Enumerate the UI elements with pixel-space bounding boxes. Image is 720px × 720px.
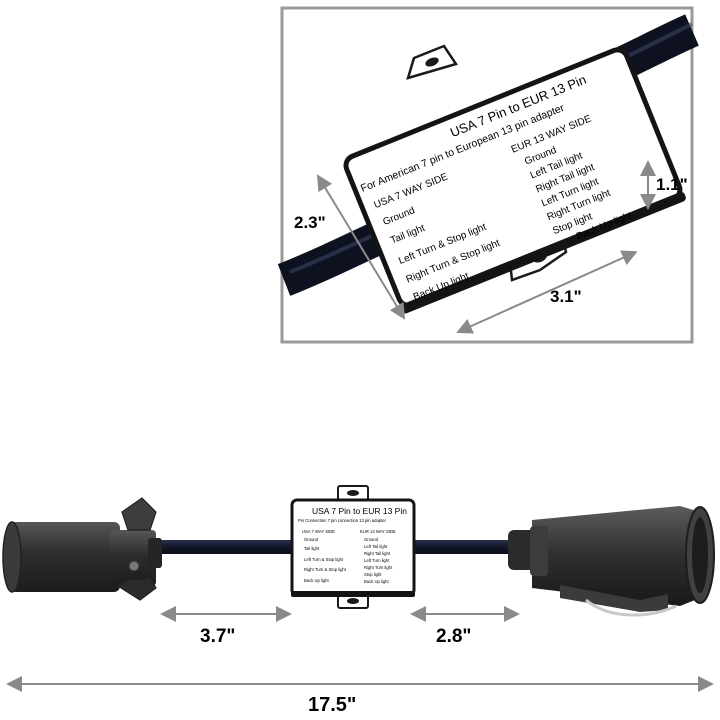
- inset-dim-width-label: 2.3": [294, 213, 326, 232]
- dim-right-cable-label: 2.8": [436, 626, 471, 647]
- dim-total-label: 17.5": [308, 694, 356, 716]
- box-subtitle: Pin Connection 7 pin connection 13 pin a…: [298, 518, 387, 523]
- cable-right: [415, 540, 515, 554]
- inset-dim-height-label: 1.1": [656, 175, 688, 194]
- box-title: USA 7 Pin to EUR 13 Pin: [312, 506, 407, 516]
- inset-dim-length-label: 3.1": [550, 287, 582, 306]
- box-right-item: Right Tail light: [364, 551, 391, 556]
- inset-panel: USA 7 Pin to EUR 13 Pin For American 7 p…: [277, 6, 699, 344]
- box-left-item: Ground: [304, 537, 319, 542]
- box-left-item: Tail light: [304, 546, 320, 551]
- box-right-item: Stop light: [364, 572, 382, 577]
- box-right-item: Left Tail light: [364, 544, 388, 549]
- box-left-header: USA 7 WAY SIDE: [302, 529, 335, 534]
- box-right-header: EUR 13 WAY SIDE: [360, 529, 396, 534]
- box-left-item: Back Up light: [304, 578, 330, 583]
- cable-left: [160, 540, 295, 554]
- box-right-item: Ground: [364, 537, 379, 542]
- eur-13-pin-socket: [508, 506, 715, 617]
- box-left-item: Right Turn & Stop light: [304, 567, 347, 572]
- box-right-item: Right Turn light: [364, 565, 393, 570]
- adapter-assembly: USA 7 Pin to EUR 13 Pin Pin Connection 7…: [2, 485, 715, 617]
- box-left-item: Left Turn & Stop light: [304, 557, 344, 562]
- inset-dim-length-line: [456, 250, 638, 334]
- usa-7-pin-plug: [2, 497, 162, 601]
- inset-dim-width-line: [316, 174, 406, 320]
- dim-left-cable-label: 3.7": [200, 626, 235, 647]
- adapter-box: USA 7 Pin to EUR 13 Pin Pin Connection 7…: [290, 498, 416, 597]
- box-right-item: Left Turn light: [364, 558, 390, 563]
- box-right-item: Back Up light: [364, 579, 390, 584]
